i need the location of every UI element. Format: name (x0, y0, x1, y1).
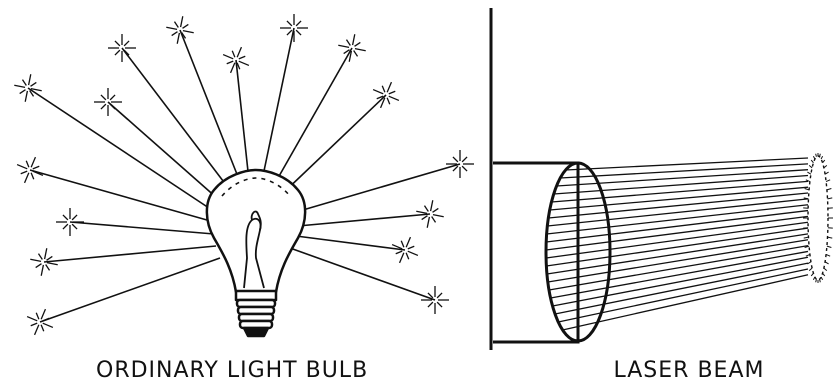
beam-line (555, 263, 808, 314)
caption-ordinary-light-bulb: ORDINARY LIGHT BULB (96, 358, 366, 383)
glow-tick (827, 246, 831, 247)
beam-line (546, 211, 808, 242)
glow-tick (806, 254, 810, 256)
light-bulb (207, 170, 305, 336)
glow-tick (826, 180, 830, 182)
light-ray (40, 258, 220, 322)
glow-tick (823, 160, 825, 163)
glow-tick (809, 268, 812, 270)
glow-tick (826, 254, 830, 256)
light-ray (108, 102, 226, 206)
glow-tick (813, 277, 815, 280)
light-ray (296, 236, 405, 250)
beam-line (566, 158, 808, 170)
beam-spot-glow (803, 153, 833, 283)
beam-line (548, 193, 808, 218)
beam-line (553, 257, 808, 306)
glow-tick (820, 279, 821, 282)
glow-tick (811, 273, 813, 276)
beam-lines (546, 158, 808, 330)
glow-tick (828, 237, 833, 238)
beam-spot (808, 156, 828, 280)
beam-line (547, 205, 808, 234)
light-ray (270, 48, 352, 192)
light-ray (260, 28, 294, 190)
light-ray (296, 164, 460, 212)
glow-tick (807, 172, 811, 174)
light-ray (44, 246, 216, 262)
glow-tick (821, 156, 823, 159)
glow-tick (828, 198, 833, 199)
glow-tick (816, 279, 817, 282)
beam-line (560, 164, 808, 178)
light-ray (122, 48, 236, 198)
glow-tick (821, 277, 823, 280)
laser-cylinder (493, 163, 578, 342)
glow-tick (827, 188, 831, 189)
light-ray (290, 248, 435, 300)
glow-tick (811, 160, 813, 163)
caption-laser-beam: LASER BEAM (604, 358, 774, 383)
glow-tick (816, 154, 817, 157)
beam-line (548, 240, 808, 282)
bulb-base (237, 300, 275, 336)
bulb-glass (207, 170, 305, 292)
glow-tick (824, 268, 827, 270)
beam-line (558, 269, 808, 322)
light-ray (30, 170, 214, 222)
bulb-neck (236, 291, 276, 300)
laser-device (493, 153, 833, 342)
glow-tick (805, 188, 809, 189)
glow-tick (809, 165, 812, 167)
glow-tick (824, 165, 827, 167)
light-ray (298, 214, 430, 226)
glow-tick (823, 273, 825, 276)
glow-tick (820, 154, 821, 157)
glow-tick (813, 156, 815, 159)
light-ray (70, 222, 214, 234)
light-ray (28, 88, 218, 214)
glow-tick (804, 237, 809, 238)
